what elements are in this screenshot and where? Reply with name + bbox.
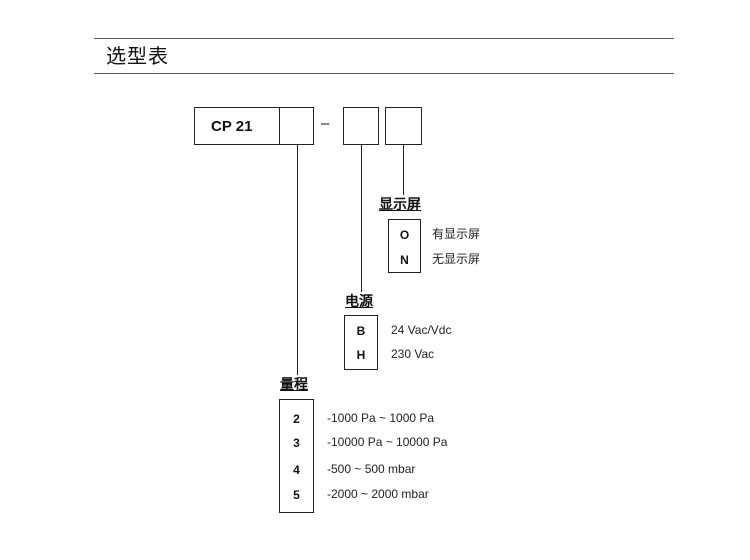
range-code-box: 2 3 4 5 bbox=[279, 399, 314, 513]
power-connector bbox=[361, 145, 362, 292]
display-code-box: O N bbox=[388, 219, 421, 273]
display-code-slot bbox=[385, 107, 422, 145]
top-rule bbox=[94, 38, 674, 39]
power-code-b: B bbox=[356, 324, 366, 338]
range-option-2: -1000 Pa ~ 1000 Pa bbox=[327, 411, 435, 425]
display-title: 显示屏 bbox=[379, 197, 421, 213]
range-code-2: 2 bbox=[293, 412, 300, 426]
range-code-4: 4 bbox=[293, 463, 300, 477]
title-underline bbox=[94, 73, 674, 74]
power-option-h: 230 Vac bbox=[391, 347, 435, 361]
range-option-5: -2000 ~ 2000 mbar bbox=[327, 487, 429, 501]
range-option-3: -10000 Pa ~ 10000 Pa bbox=[327, 435, 448, 449]
display-code-n: N bbox=[400, 253, 409, 267]
range-title: 量程 bbox=[280, 377, 308, 393]
display-connector bbox=[403, 145, 404, 195]
range-code-5: 5 bbox=[293, 488, 300, 502]
display-option-o: 有显示屏 bbox=[432, 227, 481, 241]
range-code-slot bbox=[279, 107, 314, 145]
power-code-h: H bbox=[356, 348, 366, 362]
power-title: 电源 bbox=[345, 294, 373, 310]
range-option-4: -500 ~ 500 mbar bbox=[327, 462, 416, 476]
page-title: 选型表 bbox=[106, 44, 169, 68]
display-code-o: O bbox=[399, 228, 410, 242]
display-option-n: 无显示屏 bbox=[432, 252, 481, 266]
power-option-b: 24 Vac/Vdc bbox=[391, 323, 452, 337]
range-code-3: 3 bbox=[293, 436, 300, 450]
power-code-box: B H bbox=[344, 315, 378, 370]
power-code-slot bbox=[343, 107, 379, 145]
model-prefix-box: CP 21 bbox=[194, 107, 280, 145]
model-prefix: CP 21 bbox=[211, 117, 253, 135]
model-separator: – bbox=[321, 115, 330, 132]
range-connector bbox=[297, 145, 298, 375]
